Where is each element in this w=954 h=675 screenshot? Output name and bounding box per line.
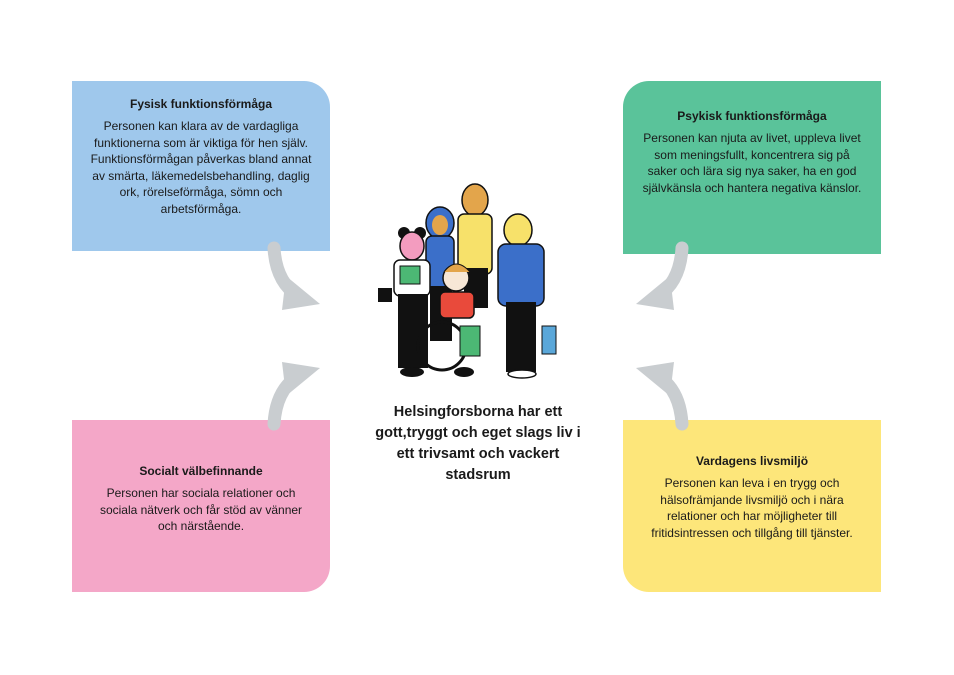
card-title: Socialt välbefinnande [139,464,263,478]
card-text: Personen kan leva i en trygg och hälsofr… [651,476,853,540]
card-everyday-environment: Vardagens livsmiljö Personen kan leva i … [623,420,881,592]
card-social-wellbeing: Socialt välbefinnande Personen har socia… [72,420,330,592]
card-title: Psykisk funktionsförmåga [677,109,827,123]
curved-arrow-icon [267,241,320,310]
central-statement: Helsingforsborna har ett gott,tryggt och… [375,404,581,484]
curved-arrow-icon [636,362,689,431]
card-mental-function: Psykisk funktionsförmåga Personen kan nj… [623,81,881,254]
curved-arrow-icon [267,362,320,431]
card-title: Vardagens livsmiljö [695,454,809,468]
card-text: Personen har sociala relationer och soci… [99,486,303,534]
curved-arrow-icon [636,241,689,310]
group-of-diverse-people-illustration [378,183,557,379]
card-title: Fysisk funktionsförmåga [129,97,273,111]
card-physical-function: Fysisk funktionsförmåga Personen kan kla… [72,81,330,251]
card-text: Personen kan klara av de vardagliga funk… [90,119,312,216]
card-text: Personen kan njuta av livet, uppleva liv… [642,131,862,195]
